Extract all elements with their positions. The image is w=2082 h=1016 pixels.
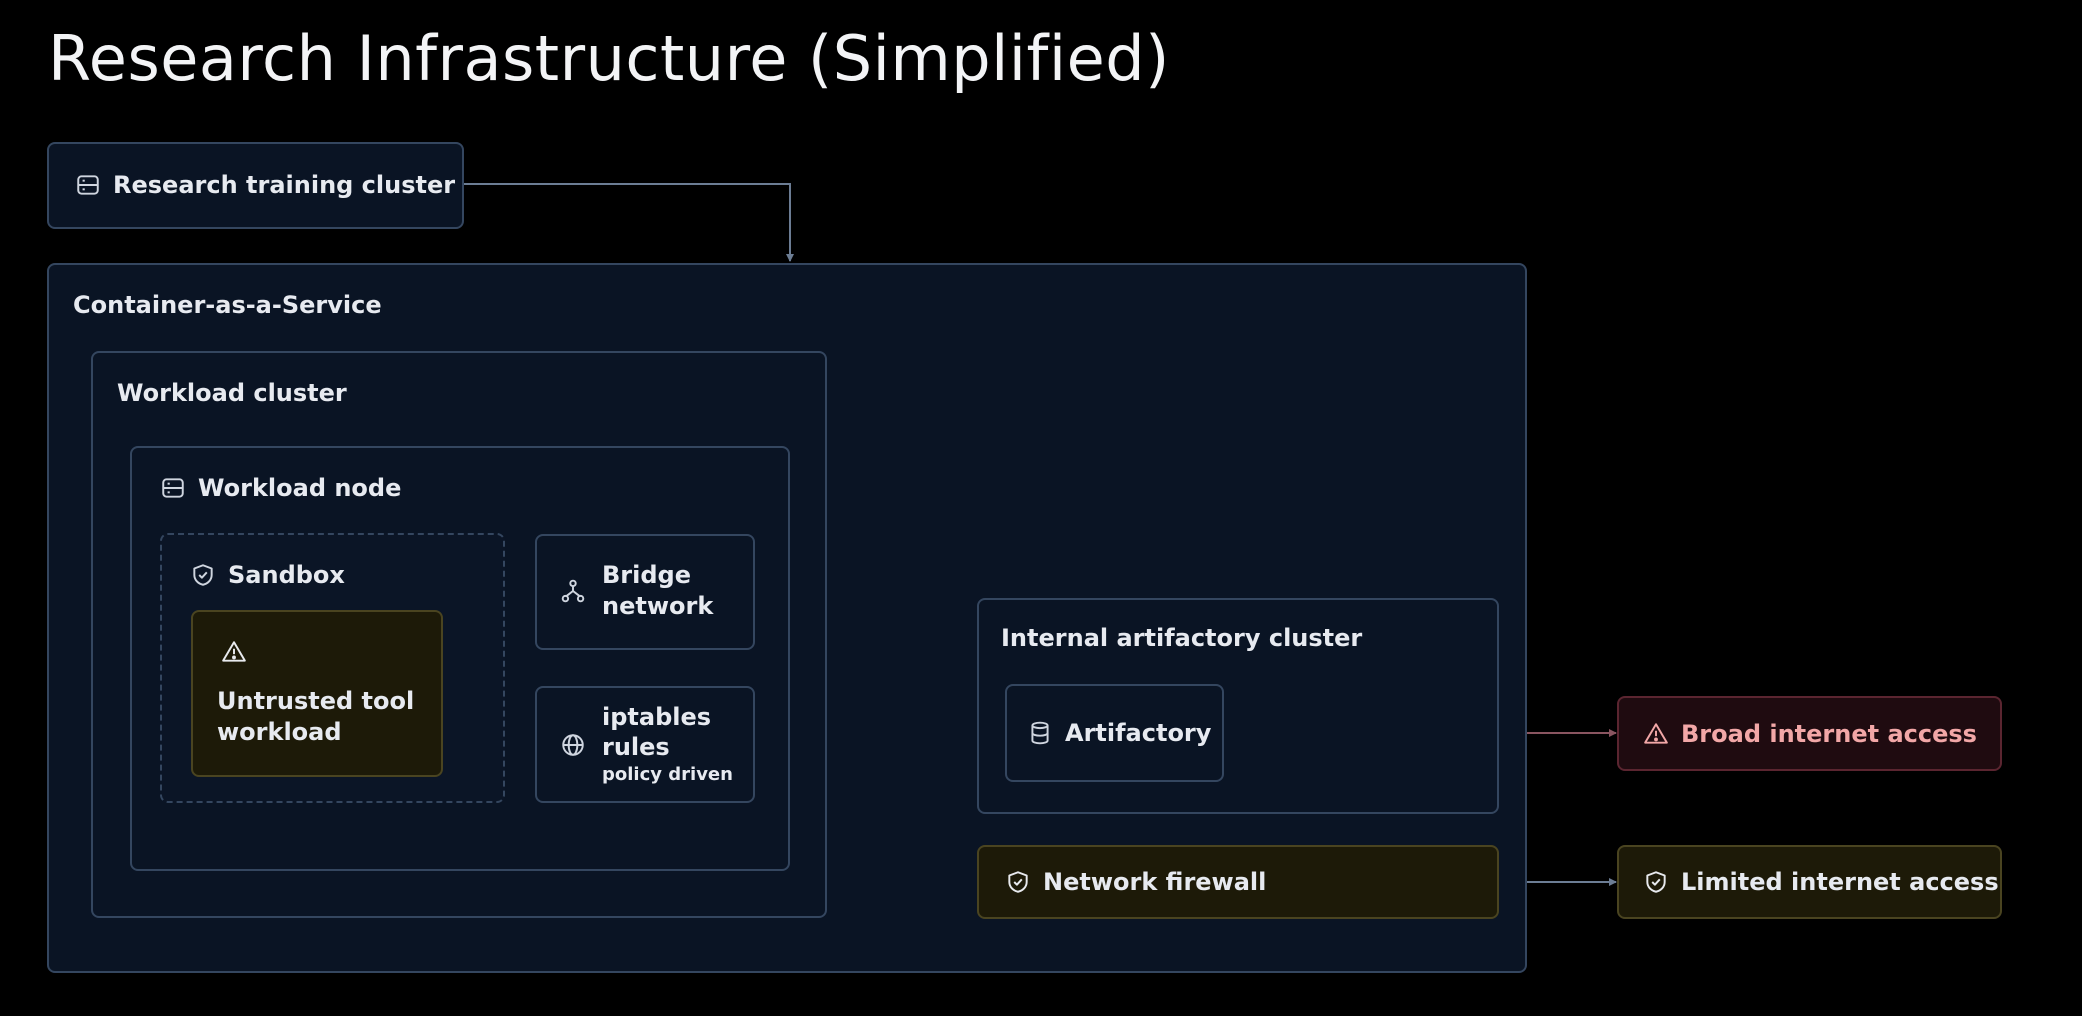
network-hierarchy-icon [560, 578, 586, 604]
broad-internet-access-box: Broad internet access [1617, 696, 2002, 771]
network-firewall-box: Network firewall [977, 845, 1499, 919]
artifactory-label: Artifactory [1065, 719, 1212, 747]
research-training-cluster-box: Research training cluster [47, 142, 464, 229]
network-firewall-label: Network firewall [1043, 868, 1267, 896]
sandbox-label: Sandbox [228, 561, 345, 589]
research-training-cluster-label: Research training cluster [113, 171, 456, 199]
page-title: Research Infrastructure (Simplified) [48, 22, 1170, 95]
bridge-network-box: Bridge network [535, 534, 755, 650]
limited-internet-access-label: Limited internet access [1681, 868, 1999, 896]
broad-internet-access-label: Broad internet access [1681, 720, 1977, 748]
server-icon [160, 475, 186, 501]
iptables-rules-box: iptables rules policy driven [535, 686, 755, 803]
warning-triangle-icon [221, 639, 247, 665]
iptables-sublabel: policy driven [602, 764, 733, 785]
shield-check-icon [190, 562, 216, 588]
warning-triangle-icon [1643, 721, 1669, 747]
shield-check-icon [1643, 869, 1669, 895]
untrusted-tool-workload-box: Untrusted tool workload [191, 610, 443, 777]
database-icon [1027, 720, 1053, 746]
limited-internet-access-box: Limited internet access [1617, 845, 2002, 919]
workload-cluster-label: Workload cluster [117, 379, 347, 407]
iptables-rules-label: iptables rules [602, 703, 712, 761]
artifactory-box: Artifactory [1005, 684, 1224, 782]
internal-artifactory-cluster-label: Internal artifactory cluster [1001, 624, 1363, 652]
server-icon [75, 172, 101, 198]
shield-check-icon [1005, 869, 1031, 895]
container-as-a-service-label: Container-as-a-Service [73, 291, 382, 319]
edge-training-to-caas [464, 183, 794, 262]
bridge-network-label: Bridge network [602, 561, 714, 620]
untrusted-tool-workload-label: Untrusted tool workload [217, 687, 415, 746]
globe-icon [560, 732, 586, 758]
workload-node-label: Workload node [198, 474, 402, 502]
